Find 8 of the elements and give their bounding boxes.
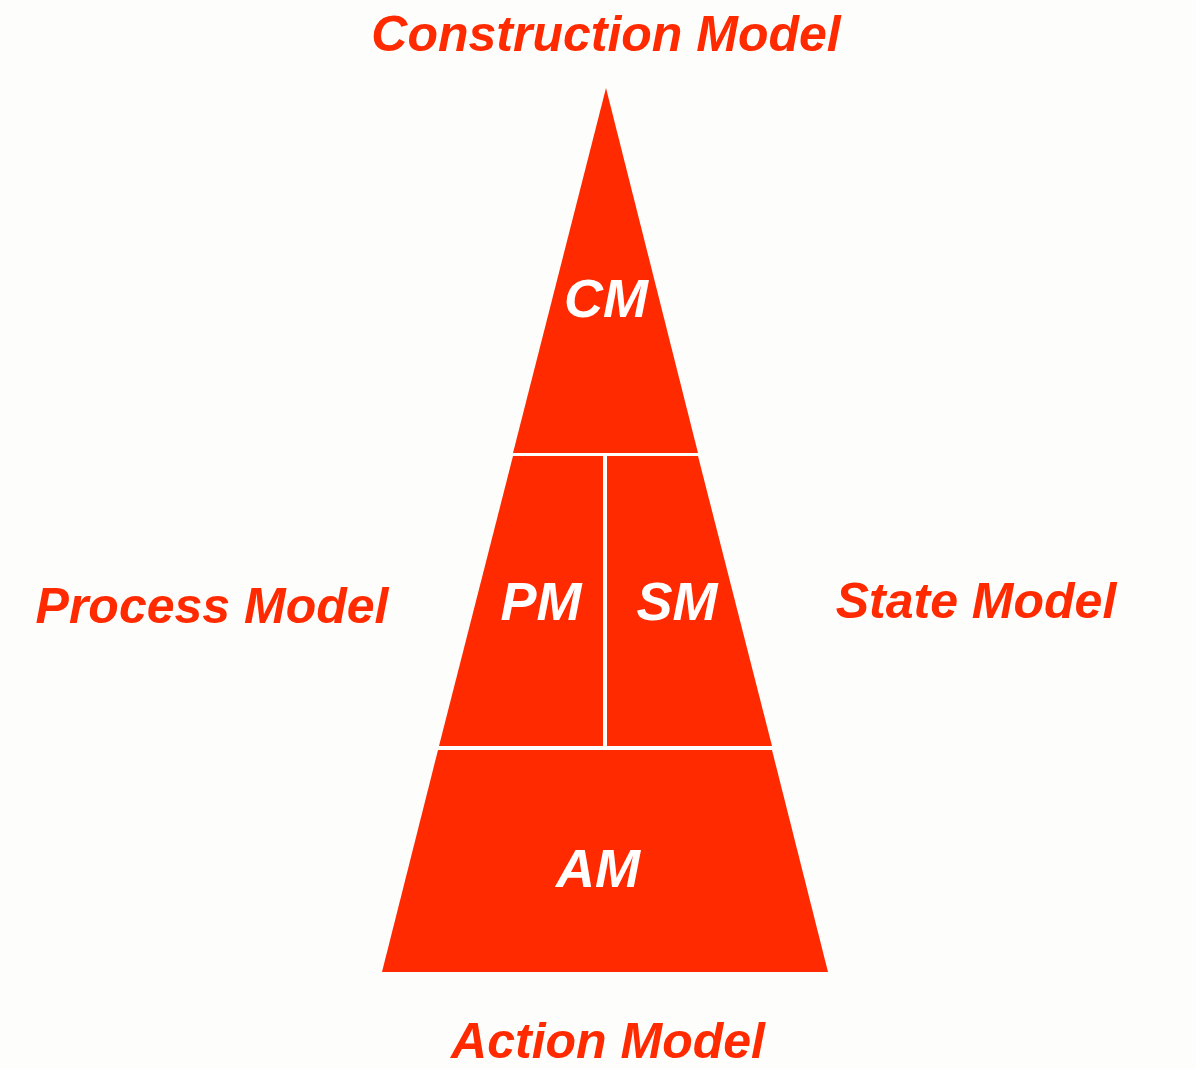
segment-label: CM [564, 271, 648, 325]
segment-label: PM [500, 574, 582, 628]
model-name: State Model [835, 576, 1117, 626]
model-name: Process Model [35, 581, 389, 631]
model-name: Construction Model [371, 9, 841, 59]
segment-label: AM [556, 841, 640, 895]
model-name: Action Model [451, 1016, 765, 1066]
segment-label: SM [636, 574, 718, 628]
